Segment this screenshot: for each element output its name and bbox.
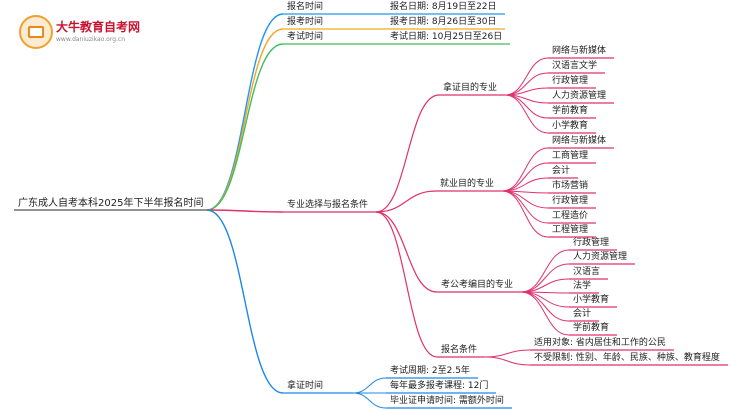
major-item: 人力资源管理: [552, 91, 607, 101]
condition-item: 适用对象: 省内居住和工作的公民: [534, 338, 666, 348]
connector-curve: [375, 211, 438, 358]
connector-curve: [352, 377, 387, 394]
leaf-exam-cycle: 考试周期: 2至2.5年: [390, 366, 470, 376]
connector-curve: [206, 209, 284, 213]
major-item: 汉语言: [573, 267, 601, 277]
connector-curve: [375, 94, 440, 213]
logo-title: 大牛教育自考网: [56, 20, 141, 34]
major-item: 小学教育: [573, 295, 610, 305]
leaf-diploma-application: 毕业证申请时间: 需额外时间: [390, 396, 504, 406]
major-item: 行政管理: [573, 238, 610, 248]
connector-curve: [501, 190, 549, 238]
major-item: 法学: [573, 281, 592, 291]
logo-icon: [18, 14, 54, 50]
connector-curve: [504, 57, 549, 96]
connector-curve: [375, 190, 437, 213]
leaf-registration-date: 报名日期: 8月19日至22日: [390, 2, 497, 12]
major-item: 学前教育: [573, 323, 610, 333]
branch-registration-time: 报名时间: [287, 2, 324, 12]
major-item: 市场营销: [552, 181, 589, 191]
connector-curve: [352, 392, 387, 409]
connector-curve: [375, 211, 438, 293]
leaf-apply-date: 报考日期: 8月26日至30日: [390, 17, 497, 27]
major-item: 小学教育: [552, 121, 589, 131]
connector-curve: [520, 291, 570, 308]
connector-curve: [501, 162, 549, 192]
group-registration-conditions: 报名条件: [441, 345, 478, 355]
group-employment-majors: 就业目的专业: [440, 179, 495, 189]
major-item: 工程造价: [552, 211, 589, 221]
condition-item: 不受限制: 性别、年龄、民族、种族、教育程度: [534, 353, 720, 363]
leaf-max-courses: 每年最多报考课程: 12门: [390, 381, 489, 391]
major-item: 会计: [573, 309, 592, 319]
root-node: 广东成人自考本科2025年下半年报名时间: [18, 198, 204, 209]
major-item: 行政管理: [552, 76, 589, 86]
logo-url: www.daniuzikao.org.cn: [56, 36, 126, 43]
connector-curve: [484, 349, 531, 358]
major-item: 汉语言文学: [552, 61, 598, 71]
connector-curve: [520, 263, 570, 293]
branch-certificate-time: 拿证时间: [287, 381, 324, 391]
connector-curve: [206, 43, 284, 211]
major-item: 网络与新媒体: [552, 46, 607, 56]
major-item: 会计: [552, 166, 571, 176]
major-item: 学前教育: [552, 106, 589, 116]
connector-curve: [520, 291, 570, 336]
major-item: 人力资源管理: [573, 252, 628, 262]
major-item: 行政管理: [552, 196, 589, 206]
connector-curve: [206, 28, 284, 211]
branch-exam-time: 考试时间: [287, 32, 324, 42]
connector-curve: [504, 94, 549, 134]
major-item: 网络与新媒体: [552, 136, 607, 146]
branch-majors-and-conditions: 专业选择与报名条件: [287, 200, 369, 210]
connector-curve: [484, 356, 531, 366]
group-civil-service-majors: 考公考编目的专业: [441, 280, 514, 290]
major-item: 工程管理: [552, 225, 589, 235]
branch-apply-time: 报考时间: [287, 17, 324, 27]
leaf-exam-date: 考试日期: 10月25日至26日: [390, 32, 503, 42]
major-item: 工商管理: [552, 151, 589, 161]
connector-curve: [206, 209, 284, 394]
group-certificate-majors: 拿证目的专业: [443, 83, 498, 93]
connector-curve: [206, 13, 284, 211]
connector-curve: [501, 190, 549, 209]
